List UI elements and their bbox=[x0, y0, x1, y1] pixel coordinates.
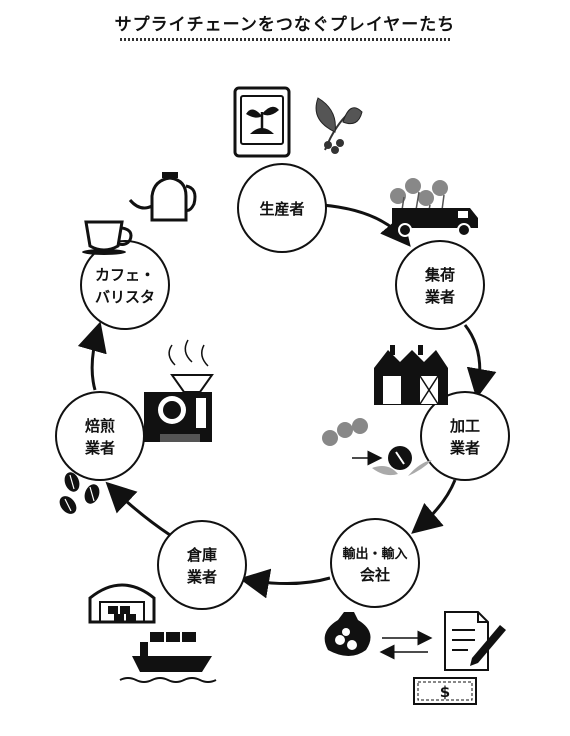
money-bag-icon bbox=[324, 612, 371, 656]
factory-icon bbox=[374, 345, 448, 405]
node-collector: 集荷 業者 bbox=[395, 240, 485, 330]
page-title: サプライチェーンをつなぐプレイヤーたち bbox=[114, 15, 456, 35]
node-trader: 輸出・輸入 会社 bbox=[330, 518, 420, 608]
beans-icon bbox=[59, 472, 100, 514]
roaster-icon bbox=[144, 339, 214, 442]
node-producer: 生産者 bbox=[237, 163, 327, 253]
title-divider bbox=[120, 38, 450, 41]
node-warehouse-label-1: 倉庫 bbox=[186, 546, 217, 564]
cherries-to-bean-icon bbox=[322, 418, 432, 476]
node-collector-label-1: 集荷 bbox=[424, 266, 455, 284]
node-roaster-label-2: 業者 bbox=[84, 439, 115, 457]
arrow-collector-processor bbox=[463, 324, 497, 399]
currency-symbol: $ bbox=[440, 683, 450, 701]
contract-icon bbox=[444, 611, 506, 671]
truck-icon bbox=[390, 178, 478, 237]
arrow-processor-trader bbox=[411, 479, 457, 534]
coffee-branch-icon bbox=[315, 97, 363, 154]
flow-arrows bbox=[77, 203, 497, 599]
coffee-cup-icon bbox=[82, 220, 133, 255]
node-cafe: カフェ・ バリスタ bbox=[80, 240, 170, 330]
arrow-roaster-cafe bbox=[77, 321, 107, 391]
node-processor-label-2: 業者 bbox=[449, 439, 480, 457]
arrow-warehouse-roaster bbox=[105, 481, 171, 537]
node-warehouse: 倉庫 業者 bbox=[157, 520, 247, 610]
node-cafe-label-2: バリスタ bbox=[95, 288, 155, 306]
arrow-trader-warehouse bbox=[239, 568, 331, 599]
exchange-arrows bbox=[379, 630, 433, 660]
banknote-icon: $ bbox=[413, 677, 477, 705]
node-warehouse-label-2: 業者 bbox=[186, 568, 217, 586]
seed-bag-icon bbox=[233, 86, 291, 158]
node-trader-label-2: 会社 bbox=[360, 566, 390, 584]
node-cafe-label-1: カフェ・ bbox=[95, 266, 155, 284]
warehouse-icon bbox=[88, 583, 156, 624]
node-processor-label-1: 加工 bbox=[449, 417, 480, 435]
node-roaster: 焙煎 業者 bbox=[55, 391, 145, 481]
node-roaster-label-1: 焙煎 bbox=[85, 417, 115, 435]
node-producer-label: 生産者 bbox=[259, 200, 304, 218]
node-processor: 加工 業者 bbox=[420, 391, 510, 481]
cargo-ship-icon bbox=[119, 632, 217, 683]
node-trader-label-1: 輸出・輸入 bbox=[342, 546, 407, 562]
node-collector-label-2: 業者 bbox=[424, 288, 455, 306]
kettle-icon bbox=[128, 172, 197, 222]
